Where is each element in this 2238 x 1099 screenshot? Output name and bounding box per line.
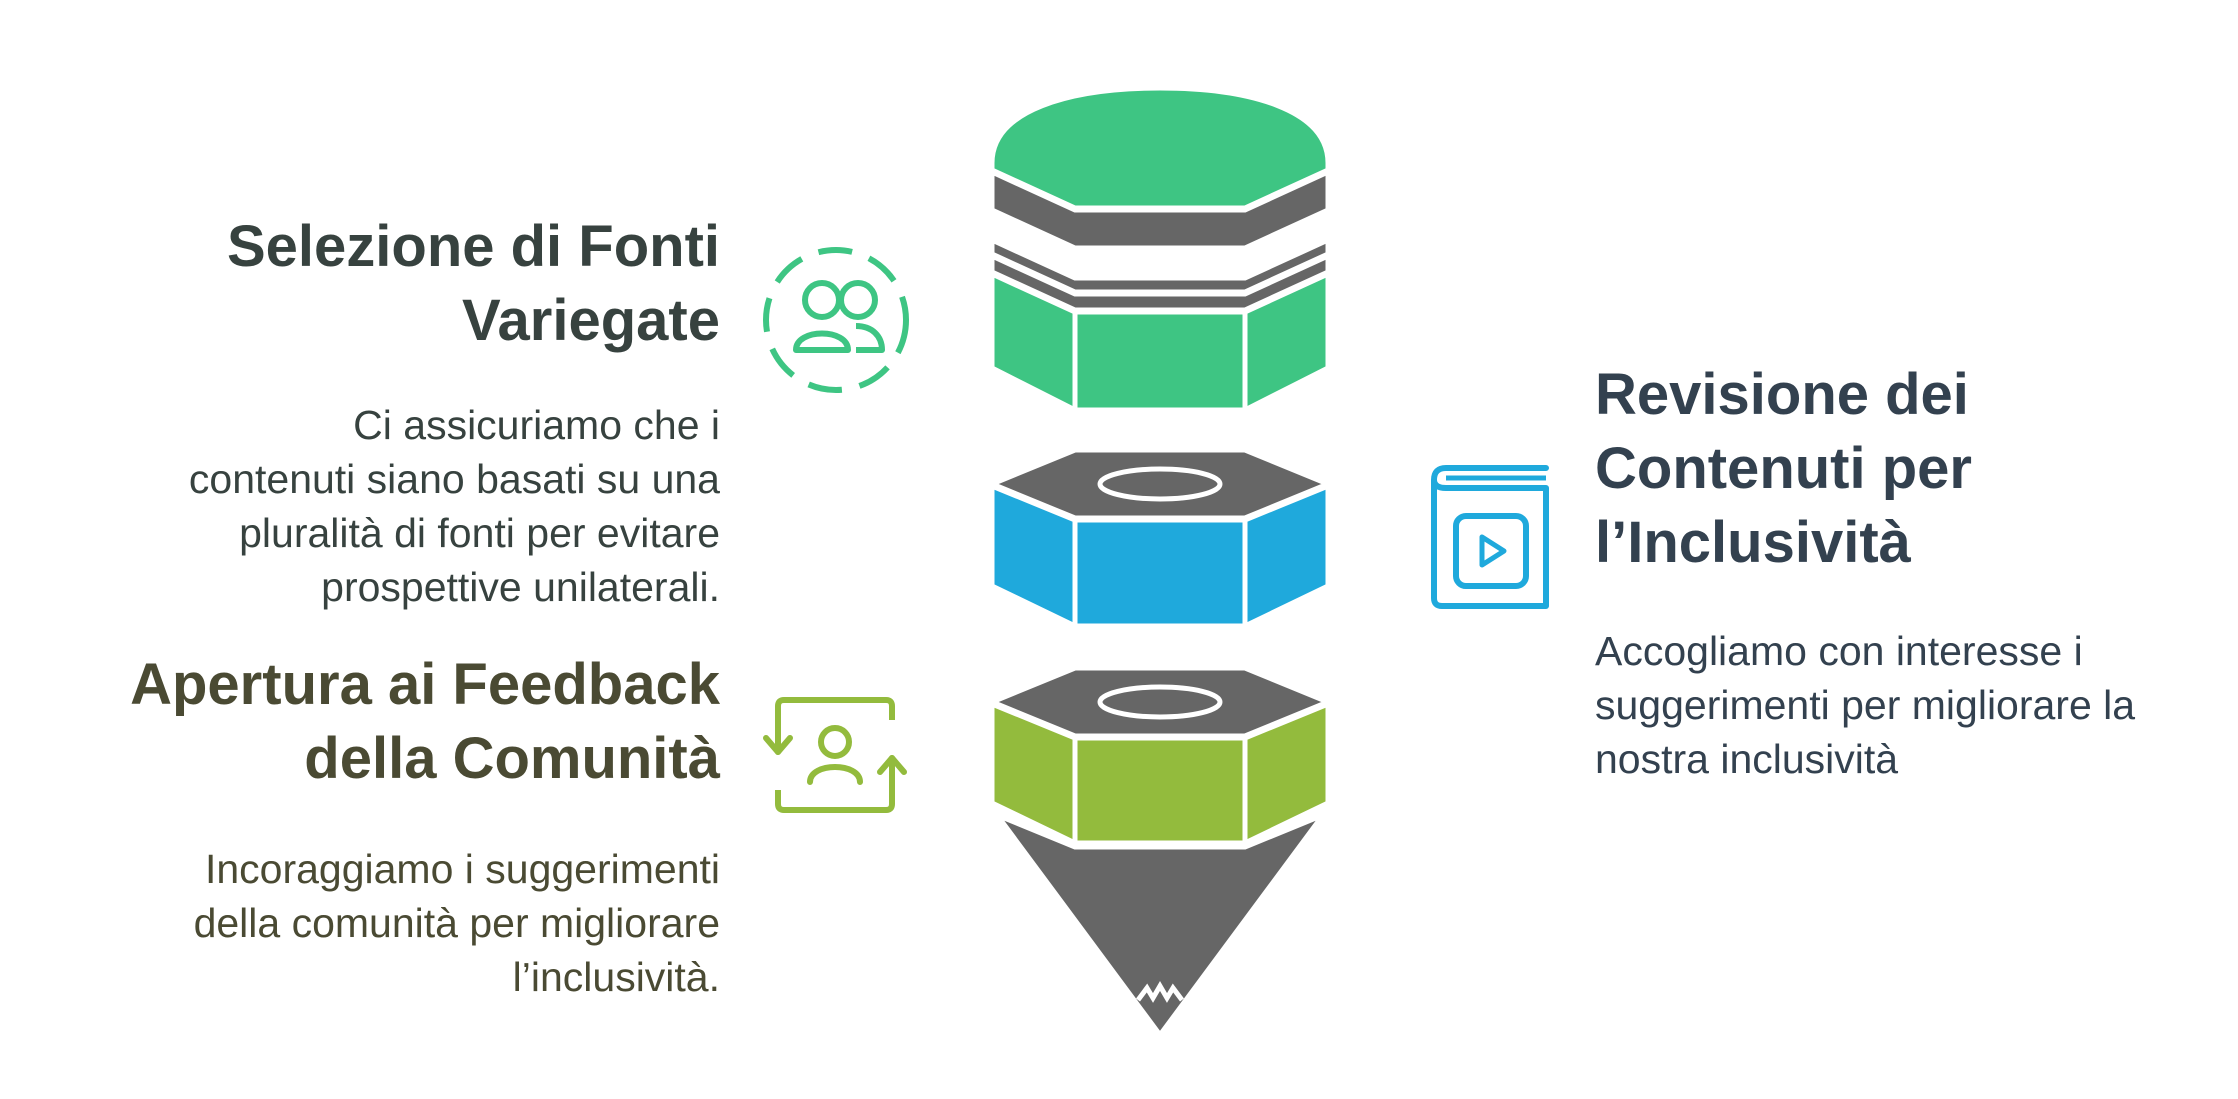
section-revisione-contenuti: Revisione dei Contenuti per l’Inclusivit… (1595, 358, 2235, 786)
title-line: Revisione dei (1595, 362, 1969, 427)
section-title: Apertura ai Feedback della Comunità (80, 648, 720, 796)
title-line: Contenuti per (1595, 436, 1972, 501)
user-refresh-icon (763, 697, 907, 813)
description-line: nostra inclusività (1595, 736, 1899, 782)
section-title: Revisione dei Contenuti per l’Inclusivit… (1595, 358, 2235, 580)
section-description: Accogliamo con interesse i suggerimenti … (1595, 624, 2235, 786)
description-line: Accogliamo con interesse i (1595, 628, 2083, 674)
pencil-bottom-segment (985, 665, 1335, 1040)
description-line: suggerimenti per migliorare la (1595, 682, 2136, 728)
title-line: Apertura ai Feedback (130, 652, 720, 717)
title-line: Selezione di Fonti (226, 214, 720, 279)
description-line: prospettive unilaterali. (321, 564, 720, 610)
title-line: Variegate (462, 288, 720, 353)
section-fonti-variegate: Selezione di Fonti Variegate Ci assicuri… (80, 210, 720, 614)
title-line: l’Inclusività (1595, 510, 1911, 575)
description-line: Incoraggiamo i suggerimenti (204, 846, 720, 892)
description-line: Ci assicuriamo che i (353, 402, 720, 448)
description-line: contenuti siano basati su una (188, 456, 720, 502)
section-description: Incoraggiamo i suggerimenti della comuni… (80, 842, 720, 1004)
users-icon (763, 247, 909, 393)
description-line: pluralità di fonti per evitare (239, 510, 720, 556)
section-title: Selezione di Fonti Variegate (80, 210, 720, 358)
video-book-icon (1431, 465, 1549, 609)
pencil-middle-segment (985, 447, 1335, 629)
pencil-top-segment (989, 85, 1331, 413)
title-line: della Comunità (304, 726, 720, 791)
section-feedback-comunita: Apertura ai Feedback della Comunità Inco… (80, 648, 720, 1004)
description-line: l’inclusività. (512, 954, 720, 1000)
section-description: Ci assicuriamo che i contenuti siano bas… (80, 398, 720, 614)
description-line: della comunità per migliorare (193, 900, 720, 946)
